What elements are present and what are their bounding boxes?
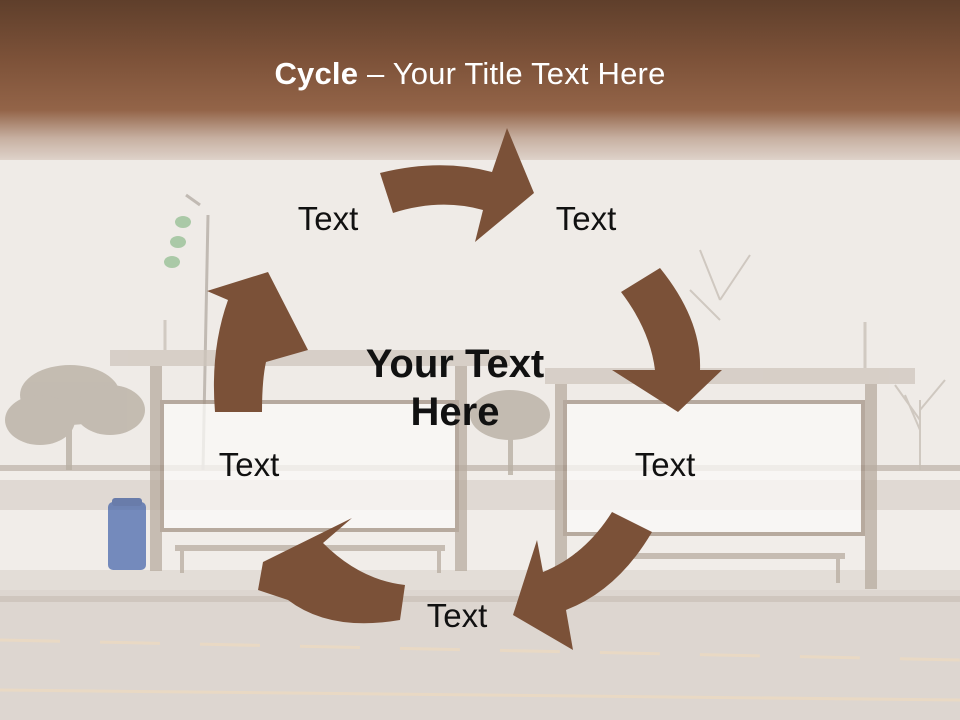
slide-title: Cycle – Your Title Text Here (0, 56, 940, 92)
title-bold: Cycle (274, 56, 359, 91)
header-band (0, 0, 960, 160)
cycle-label-top-left: Text (297, 200, 359, 237)
cycle-arrow-right (612, 268, 722, 412)
center-text-line2: Here (410, 390, 500, 434)
title-rest: – Your Title Text Here (358, 56, 666, 91)
center-text-line1: Your Text (365, 342, 545, 386)
center-text: Your Text Here (355, 340, 555, 436)
cycle-arrow-bottom-left (258, 518, 405, 624)
cycle-label-right: Text (634, 446, 696, 483)
cycle-label-left: Text (218, 446, 280, 483)
cycle-label-bottom: Text (426, 597, 488, 634)
cycle-arrow-top (380, 128, 534, 242)
cycle-arrow-bottom-right (513, 512, 652, 650)
cycle-label-top-right: Text (555, 200, 617, 237)
cycle-arrow-left (207, 272, 308, 412)
